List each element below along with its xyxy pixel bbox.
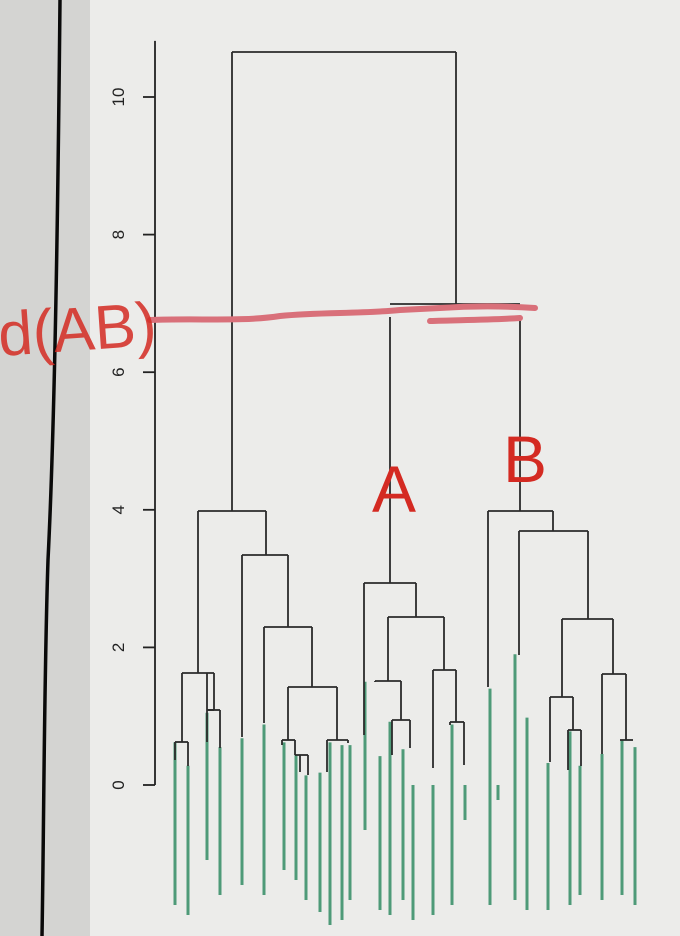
cut-line-overdraw [427, 315, 523, 324]
frame-line [40, 0, 62, 936]
distance-label: d(AB) [0, 290, 159, 370]
y-tick-label: 2 [109, 643, 128, 652]
cut-line [147, 303, 538, 323]
cluster-b-label: B [503, 422, 547, 496]
y-tick-label: 8 [109, 230, 128, 239]
y-tick-label: 0 [109, 780, 128, 789]
branch-lines [174, 51, 633, 775]
y-axis: 0 2 4 6 8 10 [109, 40, 156, 790]
y-tick-label: 10 [109, 88, 128, 107]
leaf-lines [173, 654, 637, 925]
annotations: d(AB) A B [0, 290, 547, 526]
y-tick-label: 6 [109, 367, 128, 376]
cluster-a-label: A [372, 452, 416, 526]
y-tick-label: 4 [109, 505, 128, 514]
